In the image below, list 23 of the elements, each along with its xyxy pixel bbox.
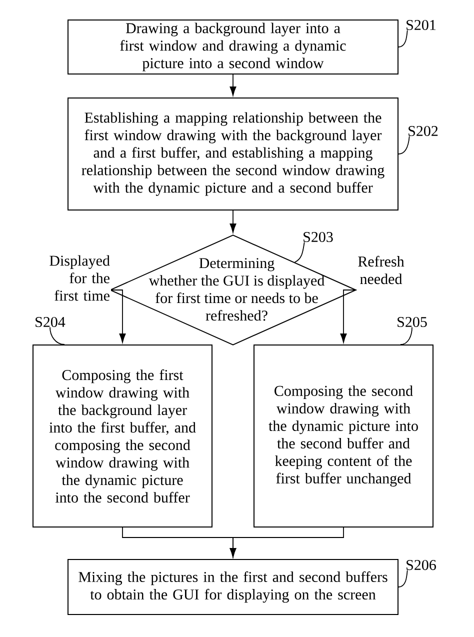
process-box: Composing the first window drawing with the background layer into the first buffer, and composing the second window drawing with the dynamic picture into the second buffer	[32, 344, 212, 528]
leader-line	[294, 242, 305, 263]
leader-line	[398, 570, 408, 588]
leader-line	[398, 136, 410, 154]
arrow	[230, 527, 344, 558]
arrow	[109, 290, 126, 343]
leader-line	[398, 30, 408, 48]
edge-label: Displayed for the first time	[37, 254, 111, 302]
step-label: S204	[36, 316, 66, 328]
leader-line	[400, 326, 412, 345]
arrow	[230, 210, 236, 233]
process-box: Mixing the pictures in the first and second buffers to obtain the GUI for displaying on the screen	[68, 559, 398, 615]
process-box: Composing the second window drawing with the dynamic picture into the second buffer and keeping content of the first buffer unchanged	[254, 344, 434, 528]
step-label: S201	[406, 20, 436, 30]
step-label: S202	[408, 126, 438, 136]
arrow	[340, 290, 357, 343]
process-box: Establishing a mapping relationship between the first window drawing with the background layer and a first buffer, and establishing a mapping relationship between the second window drawing with the dynamic picture and a second buffer	[68, 98, 398, 210]
leader-line	[50, 326, 65, 345]
step-label: S203	[304, 232, 333, 242]
step-label: S205	[398, 316, 427, 328]
step-label: S206	[406, 560, 436, 570]
process-box: Drawing a background layer into a first window and drawing a dynamic picture into a second window	[68, 20, 398, 74]
arrow	[230, 74, 236, 96]
